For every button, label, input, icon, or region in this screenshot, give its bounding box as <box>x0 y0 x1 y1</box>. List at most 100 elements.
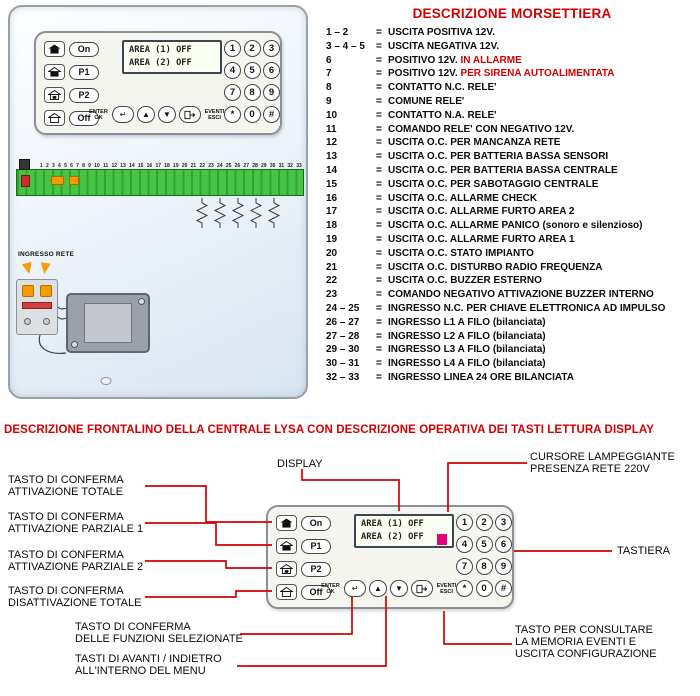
up-arrow-key: ▲ <box>137 106 155 123</box>
equals-sign: = <box>376 164 382 176</box>
terminal-strip-number: 28 <box>252 163 258 169</box>
digit-key: 0 <box>475 580 493 597</box>
terminal-description: USCITA O.C. STATO IMPIANTO <box>388 247 698 261</box>
terminal-row: 1 – 2 = USCITA POSITIVA 12V. <box>326 26 698 40</box>
strip-component-dark <box>19 159 30 170</box>
terminal-number: 3 – 4 – 5 <box>326 40 365 52</box>
terminal-strip-number: 2 <box>46 163 49 169</box>
terminal-description-list: DESCRIZIONE MORSETTIERA 1 – 2 = USCITA P… <box>326 6 698 385</box>
equals-sign: = <box>376 109 382 121</box>
equals-sign: = <box>376 137 382 149</box>
digit-key: 8 <box>243 84 261 101</box>
mains-terminal-block <box>16 279 58 335</box>
display-line-1: AREA (1) OFF <box>361 519 424 529</box>
digit-key: 6 <box>495 536 512 553</box>
p1-key: P1 <box>276 538 331 554</box>
terminal-strip-number: 1 <box>40 163 43 169</box>
digit-key: 6 <box>263 62 280 79</box>
terminal-number: 32 – 33 <box>326 371 360 383</box>
house-full-icon <box>276 515 297 531</box>
terminal-row: 6 = POSITIVO 12V. IN ALLARME <box>326 54 698 68</box>
terminal-description-text: USCITA O.C. PER MANCANZA RETE <box>388 137 561 149</box>
terminal-description: INGRESSO N.C. PER CHIAVE ELETTRONICA AD … <box>388 302 698 316</box>
fuse-orange-1 <box>22 285 34 297</box>
terminal-number: 20 <box>326 247 338 259</box>
on-key-label: On <box>301 515 331 531</box>
terminal-strip-number: 3 <box>52 163 55 169</box>
equals-sign: = <box>376 192 382 204</box>
terminal-row: 12 = USCITA O.C. PER MANCANZA RETE <box>326 136 698 150</box>
house-partial2-icon <box>276 561 297 577</box>
terminal-description: CONTATTO N.A. RELE' <box>388 109 698 123</box>
down-arrow-key: ▼ <box>390 580 408 597</box>
house-empty-icon <box>276 584 297 600</box>
terminal-strip-number: 12 <box>111 163 118 169</box>
terminal-description: INGRESSO LINEA 24 ORE BILANCIATA <box>388 371 698 385</box>
lcd-display: AREA (1) OFF AREA (2) OFF <box>354 514 454 548</box>
terminal-strip-number: 14 <box>129 163 135 169</box>
terminal-description: POSITIVO 12V. PER SIRENA AUTOALIMENTATA <box>388 67 698 81</box>
terminal-number: 9 <box>326 95 332 107</box>
equals-sign: = <box>376 330 382 342</box>
terminal-number: 8 <box>326 82 332 94</box>
terminal-number: 22 <box>326 275 338 287</box>
terminal-description: COMUNE RELE' <box>388 95 698 109</box>
terminal-number: 12 <box>326 137 338 149</box>
terminal-description-text: CONTATTO N.C. RELE' <box>388 82 497 94</box>
terminal-strip-number: 6 <box>70 163 73 169</box>
digit-key: 9 <box>495 558 512 575</box>
terminal-number: 27 – 28 <box>326 330 360 342</box>
terminal-row: 23 = COMANDO NEGATIVO ATTIVAZIONE BUZZER… <box>326 288 698 302</box>
terminal-description-text: USCITA O.C. PER BATTERIA BASSA CENTRALE <box>388 164 618 176</box>
equals-sign: = <box>376 68 382 80</box>
house-partial1-icon <box>276 538 297 554</box>
display-line-2: AREA (2) OFF <box>361 532 424 542</box>
terminal-description: INGRESSO L3 A FILO (bilanciata) <box>388 343 698 357</box>
terminal-strip-number: 8 <box>82 163 85 169</box>
on-key: On <box>276 515 331 531</box>
terminal-description: COMANDO RELE' CON NEGATIVO 12V. <box>388 123 698 137</box>
terminal-row: 27 – 28 = INGRESSO L2 A FILO (bilanciata… <box>326 330 698 344</box>
terminal-row: 7 = POSITIVO 12V. PER SIRENA AUTOALIMENT… <box>326 67 698 81</box>
terminal-number: 14 <box>326 164 338 176</box>
house-partial2-icon <box>44 87 65 103</box>
p2-key: P2 <box>276 561 331 577</box>
digit-key: 1 <box>456 514 473 531</box>
terminal-description-text: USCITA O.C. STATO IMPIANTO <box>388 247 534 259</box>
enter-ok-key: ↵ <box>344 580 366 597</box>
terminal-number: 26 – 27 <box>326 316 360 328</box>
terminal-description: CONTATTO N.C. RELE' <box>388 81 698 95</box>
terminal-description: INGRESSO L1 A FILO (bilanciata) <box>388 316 698 330</box>
equals-sign: = <box>376 123 382 135</box>
terminal-row: 15 = USCITA O.C. PER SABOTAGGIO CENTRALE <box>326 178 698 192</box>
equals-sign: = <box>376 233 382 245</box>
terminal-description-text: CONTATTO N.A. RELE' <box>388 109 497 121</box>
terminal-description: USCITA O.C. BUZZER ESTERNO <box>388 274 698 288</box>
house-full-icon <box>44 41 65 57</box>
terminal-row: 22 = USCITA O.C. BUZZER ESTERNO <box>326 274 698 288</box>
terminal-number: 1 – 2 <box>326 27 349 38</box>
terminal-description: USCITA NEGATIVA 12V. <box>388 40 698 54</box>
terminal-description-text: INGRESSO L2 A FILO (bilanciata) <box>388 330 546 342</box>
terminal-strip-number: 31 <box>278 163 285 169</box>
terminal-description-text: USCITA O.C. ALLARME PANICO (sonoro e sil… <box>388 220 643 232</box>
terminal-row: 14 = USCITA O.C. PER BATTERIA BASSA CENT… <box>326 164 698 178</box>
terminal-strip-number: 7 <box>76 163 79 169</box>
terminal-row: 16 = USCITA O.C. ALLARME CHECK <box>326 192 698 206</box>
digit-key: 4 <box>456 536 473 553</box>
keypad-panel-large: On P1 P2 Off AREA (1) OFF AREA (2) OFF E… <box>266 505 514 609</box>
off-key: Off <box>44 110 99 126</box>
terminal-strip-number: 4 <box>58 163 61 169</box>
on-key-label: On <box>69 41 99 57</box>
terminal-strip-number: 13 <box>120 163 126 169</box>
down-arrow-key: ▼ <box>158 106 176 123</box>
fuse-orange-2 <box>40 285 52 297</box>
